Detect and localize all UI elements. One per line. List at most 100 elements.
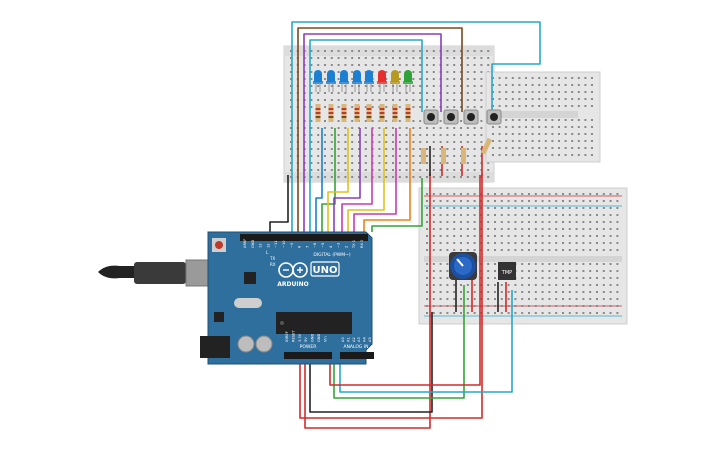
push-button-1[interactable] — [423, 109, 439, 125]
pin-label: A2 — [352, 337, 356, 342]
resistor-5 — [366, 104, 372, 122]
analog-label: ANALOG IN — [343, 344, 368, 350]
wire-brown-top — [297, 27, 463, 232]
pin-label: RESET — [291, 330, 295, 342]
resistor-4 — [354, 104, 360, 122]
wire-blue-led1 — [315, 128, 323, 232]
pin-label: IOREF — [285, 331, 289, 342]
resistor-2 — [328, 104, 334, 122]
power-jack — [200, 336, 230, 358]
resistor-6 — [379, 104, 385, 122]
digital-header — [240, 234, 368, 241]
pin-label: GND — [311, 334, 315, 342]
led-2 — [326, 70, 336, 92]
led-7 — [390, 70, 400, 92]
temperature-sensor: TMP — [498, 262, 516, 280]
led-row — [313, 70, 413, 92]
pin-label: 12 — [266, 243, 270, 248]
led-4 — [352, 70, 362, 92]
analog-header — [340, 352, 374, 359]
wire-red-5v-b — [299, 174, 483, 419]
wire-orange-led8 — [363, 128, 411, 232]
pin-label: GND — [251, 240, 255, 248]
atmega-chip — [276, 312, 352, 334]
led-1 — [313, 70, 323, 92]
pin-label: 13 — [259, 243, 263, 248]
push-button-2[interactable] — [443, 109, 459, 125]
led-8 — [403, 70, 413, 92]
board-brand-label: ARDUINO — [277, 281, 308, 288]
rx-label: RX — [270, 262, 276, 267]
pin-label: RX 0 — [360, 239, 364, 248]
wire-green-pot — [333, 285, 465, 399]
wire-red-5v — [304, 174, 431, 429]
usb-chip — [244, 272, 256, 284]
wire-cyan-tmp — [339, 290, 513, 393]
led-6 — [377, 70, 387, 92]
breadboard-bottom — [418, 187, 628, 325]
wire-magenta-led5 — [341, 128, 373, 232]
pin-label: GND — [317, 334, 321, 342]
capacitor-1 — [237, 335, 255, 353]
pin-label: 5V — [304, 337, 308, 342]
pin-label: 2 — [344, 246, 348, 248]
wire-black-gnd — [269, 175, 289, 232]
resistor-3 — [341, 104, 347, 122]
led-5 — [364, 70, 374, 92]
pin-label: A4 — [363, 337, 367, 342]
wire-cyan-top — [291, 21, 541, 232]
pin-label: A5 — [368, 337, 372, 342]
wire-magenta-led7 — [353, 128, 397, 232]
pin-label: ~5 — [321, 243, 325, 248]
wires — [269, 21, 541, 429]
wire-black-gnd-b — [309, 312, 433, 413]
pin-label: ~10 — [282, 240, 286, 248]
potentiometer[interactable] — [449, 252, 477, 280]
wire-purple-top — [303, 33, 442, 232]
power-header — [284, 352, 332, 359]
pin-label: 3.3V — [298, 333, 302, 342]
pin-label: A0 — [341, 337, 345, 342]
sensor-label: TMP — [501, 270, 512, 276]
wire-green-led9 — [371, 178, 423, 232]
board-model-label: UNO — [313, 265, 338, 276]
capacitor-2 — [255, 335, 273, 353]
l-label: L — [266, 250, 269, 255]
reset-button[interactable] — [212, 238, 226, 252]
wire-yellow-led6 — [347, 128, 385, 232]
push-button-3[interactable] — [463, 109, 479, 125]
arduino-uno: UNO ARDUINO DIGITAL (PWM~) POWER ANALOG … — [98, 231, 374, 365]
push-buttons — [423, 109, 502, 125]
wire-purple-led4 — [333, 128, 361, 232]
resistor-8 — [405, 104, 411, 122]
crystal — [234, 298, 262, 308]
wire-cyan-top-2 — [309, 39, 423, 232]
pin-label: ~11 — [274, 240, 278, 248]
digital-label: DIGITAL (PWM~) — [313, 252, 351, 258]
usb-cable — [98, 259, 213, 287]
resistor-7 — [392, 104, 398, 122]
power-label: POWER — [300, 344, 317, 350]
button-resistors — [421, 137, 493, 164]
push-button-4[interactable] — [486, 109, 502, 125]
tx-label: TX — [269, 256, 275, 261]
pin-label: A3 — [357, 337, 361, 342]
breadboard-right-holes — [492, 77, 593, 156]
arduino-logo — [278, 262, 308, 278]
pin-label: A1 — [346, 337, 350, 342]
pin-label: 4 — [329, 245, 333, 248]
resistor-1 — [315, 104, 321, 122]
pin-label: AREF — [243, 239, 247, 248]
led-3 — [339, 70, 349, 92]
regulator — [214, 312, 224, 322]
wire-red-pot — [329, 175, 481, 386]
pin-label: ~9 — [290, 242, 294, 248]
pin-label: Vin — [323, 336, 327, 342]
pin-label: ~3 — [337, 243, 341, 248]
pin-label: TX 1 — [352, 240, 356, 249]
pin-label: 8 — [298, 245, 302, 248]
